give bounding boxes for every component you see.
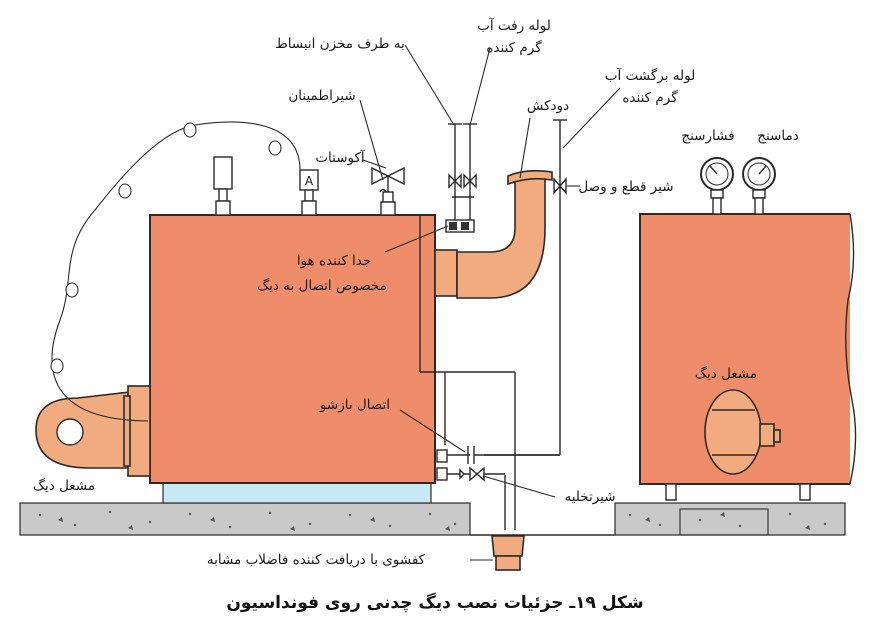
label-aquastat: آکوستات (315, 149, 366, 166)
piping-network (419, 215, 516, 530)
top-fitting-left (213, 156, 233, 216)
label-supply-pipe-2: گرم کننده (486, 39, 542, 56)
aquastat-device: A (299, 169, 319, 216)
boiler-break-line (845, 213, 857, 485)
burner-left (35, 385, 151, 477)
label-chimney: دودکش (527, 98, 569, 114)
leader-lines (359, 44, 621, 561)
thermometer-gauge (700, 157, 734, 215)
concrete-foundation-left (19, 502, 471, 536)
safety-valve (371, 166, 405, 216)
label-pressure-gauge: فشارسنج (681, 128, 734, 144)
chimney-flue (434, 169, 553, 299)
label-drain-valve: شیرتخلیه (564, 489, 615, 505)
floor-drain (491, 535, 525, 571)
label-return-pipe-1: لوله برگشت آب (605, 67, 695, 84)
label-burner-right: مشعل دیگ (695, 366, 757, 382)
label-air-separator-1: جدا کننده هوا (297, 253, 371, 269)
drain-valve-assembly (436, 466, 505, 482)
cast-iron-boiler (149, 214, 436, 484)
label-air-separator-2: مخصوص اتصال به دیگ (257, 278, 387, 294)
label-unions: اتصال بازشو (319, 397, 390, 413)
label-return-pipe-2: گرم کننده (622, 89, 678, 106)
burner-right (704, 389, 781, 475)
pressure-gauge (742, 157, 776, 215)
label-burner-left: مشعل دیگ (33, 478, 95, 494)
supply-pipe (448, 123, 477, 220)
label-floor-drain: کفشوی با دریافت کننده فاضلاب مشابه (207, 552, 426, 568)
label-shutoff-valve: شیر قطع و وصل (578, 179, 673, 195)
burner-cable (51, 121, 301, 422)
concrete-foundation-right (614, 502, 846, 536)
label-supply-pipe-1: لوله رفت آب (477, 17, 551, 34)
aquastat-box-label: A (305, 174, 314, 188)
union-connections (436, 446, 560, 464)
figure-caption: شکل ۱۹ـ جزئیات نصب دیگ چدنی روی فونداسیو… (226, 592, 643, 613)
label-safety-valve: شیراطمینان (288, 88, 355, 104)
boiler-base-pad (162, 481, 432, 504)
air-separator (445, 219, 475, 233)
label-thermometer: دماسنج (757, 128, 798, 144)
label-expansion-tank: به طرف مخزن انبساط (275, 36, 405, 52)
boiler-feet (665, 483, 811, 501)
